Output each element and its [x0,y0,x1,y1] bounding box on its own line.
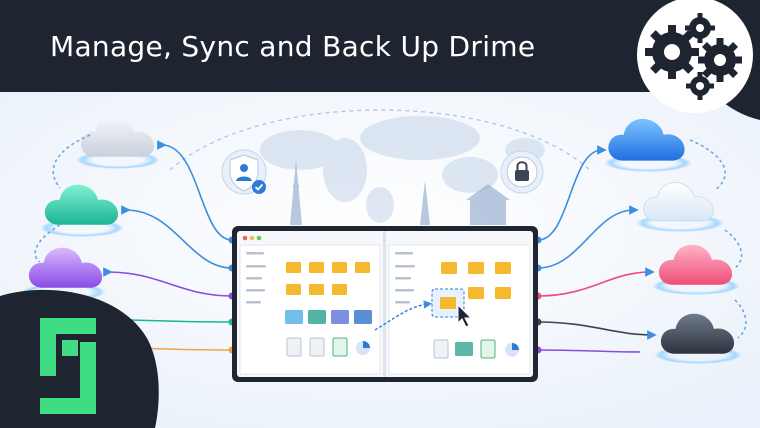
document-icon[interactable] [309,337,325,357]
image-thumbnail[interactable] [354,310,372,324]
image-thumbnail[interactable] [308,310,326,324]
cloud-icon-teal [40,184,124,237]
window-close-dot[interactable] [242,235,248,241]
folder-icon[interactable] [495,262,511,274]
spreadsheet-icon[interactable] [480,339,496,359]
folder-icon[interactable] [286,284,301,295]
spreadsheet-icon[interactable] [332,337,348,357]
document-icon[interactable] [286,337,302,357]
folder-icon[interactable] [309,284,324,295]
app-logo-icon [40,318,96,414]
document-icon[interactable] [433,339,449,359]
connection-arc [169,109,591,171]
title-banner: Manage, Sync and Back Up Drime [0,0,760,92]
drag-path [374,300,433,331]
window-minimize-dot[interactable] [249,235,255,241]
left-folder-grid [286,262,370,295]
folder-icon[interactable] [355,262,370,273]
cloud-icon-white [636,182,724,232]
right-folder-grid [441,262,511,299]
image-thumbnail[interactable] [455,342,473,356]
cloud-icon-dark [654,313,742,364]
logo-background [0,289,159,428]
sync-illustration [0,92,760,428]
cloud-icon-blue [604,118,692,172]
cloud-icon-gray [76,116,160,169]
right-connectors [537,139,747,353]
landmarks-illustration [290,160,510,225]
right-file-pane [374,244,531,375]
user-shield-icon [221,149,267,195]
lock-shield-icon [500,150,544,194]
left-doc-icons [286,337,370,357]
folder-icon[interactable] [332,262,347,273]
left-file-pane [239,244,381,375]
folder-icon[interactable] [495,287,511,299]
window-maximize-dot[interactable] [256,235,262,241]
mouse-cursor-icon [457,303,473,328]
folder-icon[interactable] [286,262,301,273]
dragged-folder[interactable] [431,288,465,318]
image-thumbnail[interactable] [331,310,349,324]
cloud-icon-pink [652,244,740,295]
folder-icon[interactable] [309,262,324,273]
folder-icon[interactable] [468,262,484,274]
page-title: Manage, Sync and Back Up Drime [50,30,536,63]
left-image-thumbs [285,310,372,324]
folder-icon[interactable] [332,284,347,295]
right-doc-icons [433,339,519,359]
folder-icon[interactable] [468,287,484,299]
folder-icon[interactable] [441,262,457,274]
image-thumbnail[interactable] [285,310,303,324]
